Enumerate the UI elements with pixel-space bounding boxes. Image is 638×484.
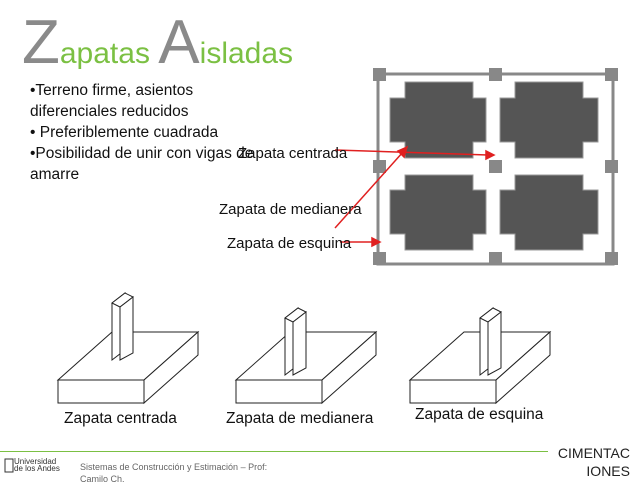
- title-part-1: apatas: [59, 37, 159, 70]
- shield-icon: [4, 458, 14, 473]
- footing-label-medianera: Zapata de medianera: [226, 410, 374, 427]
- plan-label-esquina: Zapata de esquina: [227, 235, 352, 252]
- course-text: Sistemas de Construcción y Estimación – …: [80, 462, 268, 472]
- bullet-list: •Terreno firme, asientos diferenciales r…: [30, 80, 390, 185]
- course-text-cont: Camilo Ch.: [80, 474, 125, 484]
- university-name: Universidad de los Andes: [14, 457, 60, 473]
- plan-label-centrada: Zapata centrada: [238, 145, 348, 162]
- section-label-line2: IONES: [586, 463, 630, 479]
- footing-label-centrada: Zapata centrada: [64, 410, 177, 427]
- isometric-footings: [56, 291, 552, 405]
- plan-label-medianera: Zapata de medianera: [219, 201, 362, 218]
- footing-centrada-3d: [56, 291, 200, 405]
- slide-title: Zapatas Aisladas: [22, 8, 293, 78]
- footing-plan-shapes: [389, 81, 599, 251]
- title-part-2: isladas: [199, 37, 294, 70]
- section-label: CIMENTAC IONES: [558, 444, 630, 480]
- footing-esquina-3d: [408, 306, 552, 405]
- plan-view: [334, 68, 618, 266]
- bullet-line: • Preferiblemente cuadrada: [30, 124, 219, 141]
- title-initial-a: A: [158, 8, 200, 77]
- column-squares: [373, 68, 618, 265]
- plan-arrows: [334, 145, 496, 248]
- section-label-line1: CIMENTAC: [557, 445, 630, 461]
- footer-divider: [0, 451, 548, 452]
- bullet-line: •Terreno firme, asientos: [30, 82, 194, 99]
- bullet-line: •Posibilidad de unir con vigas de: [30, 145, 254, 162]
- footing-label-esquina: Zapata de esquina: [415, 406, 544, 423]
- bullet-line: amarre: [30, 166, 80, 183]
- title-initial-z: Z: [22, 8, 60, 77]
- bullet-line: diferenciales reducidos: [30, 103, 189, 120]
- footing-medianera-3d: [234, 306, 378, 405]
- university-logo: Universidad de los Andes: [4, 458, 64, 476]
